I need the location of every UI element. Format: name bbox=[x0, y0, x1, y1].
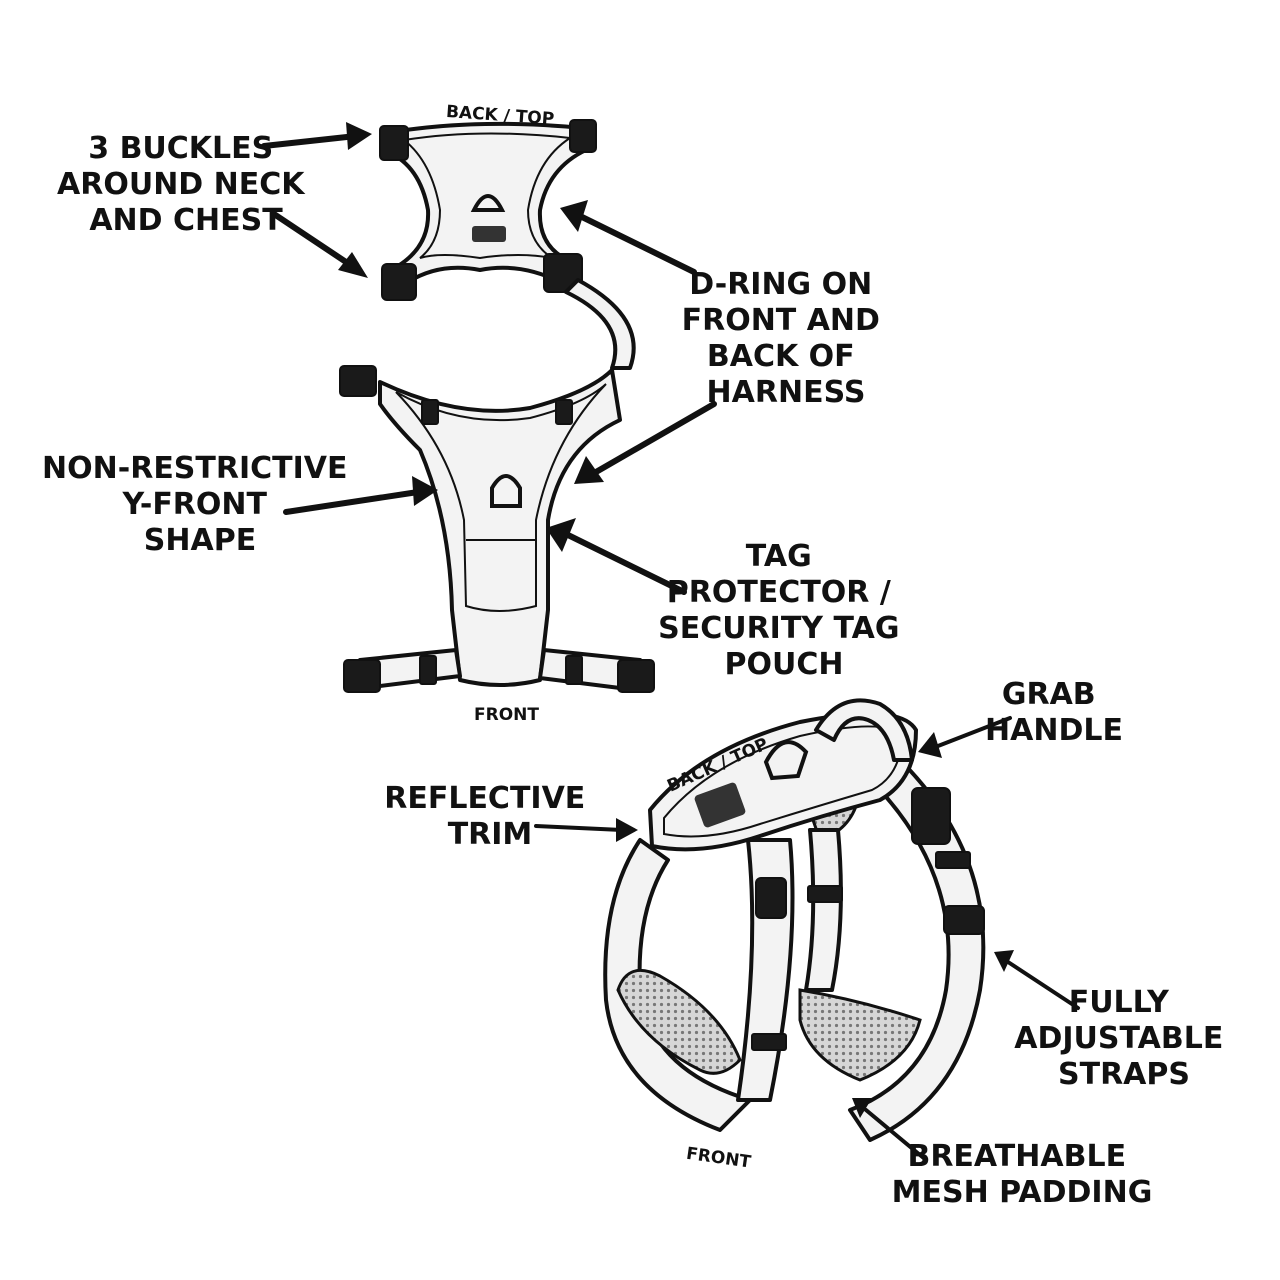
slider-icon bbox=[419, 655, 437, 685]
buckle-icon bbox=[379, 125, 409, 161]
left-body-strap bbox=[603, 838, 752, 1132]
callout-grab-handle: GRAB HANDLE bbox=[985, 677, 1123, 748]
side-buckles bbox=[751, 787, 985, 1051]
callout-buckles: 3 BUCKLES AROUND NECK AND CHEST bbox=[57, 131, 315, 238]
arrow-icon bbox=[563, 531, 687, 595]
buckle-icon bbox=[617, 659, 655, 693]
side-harness-drawing bbox=[603, 698, 986, 1142]
slider-icon bbox=[565, 655, 583, 685]
buckle-icon bbox=[755, 877, 787, 919]
buckle-icon bbox=[943, 905, 985, 935]
buckle-icon bbox=[569, 119, 597, 153]
arrow-icon bbox=[261, 133, 359, 149]
connecting-strap bbox=[564, 278, 636, 370]
d-ring-front bbox=[490, 474, 522, 508]
front-buckles bbox=[339, 365, 655, 693]
tag-pouch-back bbox=[472, 226, 506, 242]
mesh-pad-right bbox=[798, 988, 922, 1082]
slider-icon bbox=[807, 885, 843, 903]
callout-adjustable: FULLY ADJUSTABLE STRAPS bbox=[1014, 985, 1234, 1092]
slider-icon bbox=[421, 399, 439, 425]
buckle-icon bbox=[343, 659, 381, 693]
arrow-icon bbox=[593, 401, 717, 475]
tag-pouch-side bbox=[694, 782, 746, 828]
slider-icon bbox=[751, 1033, 787, 1051]
callout-d-ring: D-RING ON FRONT AND BACK OF HARNESS bbox=[682, 267, 891, 410]
back-buckles bbox=[379, 119, 597, 301]
arrows bbox=[261, 122, 1080, 1162]
arrow-icon bbox=[577, 213, 697, 275]
arrow-icon bbox=[271, 211, 355, 269]
inner-strap bbox=[804, 828, 843, 992]
mesh-pad-left bbox=[616, 968, 742, 1075]
arrow-icon bbox=[283, 489, 421, 515]
callout-mesh: BREATHABLE MESH PADDING bbox=[892, 1139, 1153, 1210]
d-ring-back bbox=[470, 194, 506, 212]
d-ring-side bbox=[763, 740, 809, 781]
arrow-icon bbox=[1006, 960, 1080, 1010]
slider-icon bbox=[935, 851, 971, 869]
top-front-label: FRONT bbox=[474, 705, 539, 725]
buckle-icon bbox=[381, 263, 417, 301]
side-front-label: FRONT bbox=[685, 1144, 753, 1173]
arrow-icon bbox=[936, 716, 1012, 748]
callout-y-front: NON-RESTRICTIVE Y-FRONT SHAPE bbox=[42, 451, 358, 558]
callout-reflective: REFLECTIVE TRIM bbox=[384, 781, 596, 852]
front-panel-drawing bbox=[358, 368, 642, 692]
callout-tag-pouch: TAG PROTECTOR / SECURITY TAG POUCH bbox=[658, 539, 910, 682]
grab-handle bbox=[814, 698, 914, 762]
arrow-icon bbox=[534, 824, 624, 832]
buckle-icon bbox=[543, 253, 583, 293]
arrow-icon bbox=[864, 1108, 928, 1162]
slider-icon bbox=[555, 399, 573, 425]
buckle-icon bbox=[339, 365, 377, 397]
buckle-icon bbox=[911, 787, 951, 845]
